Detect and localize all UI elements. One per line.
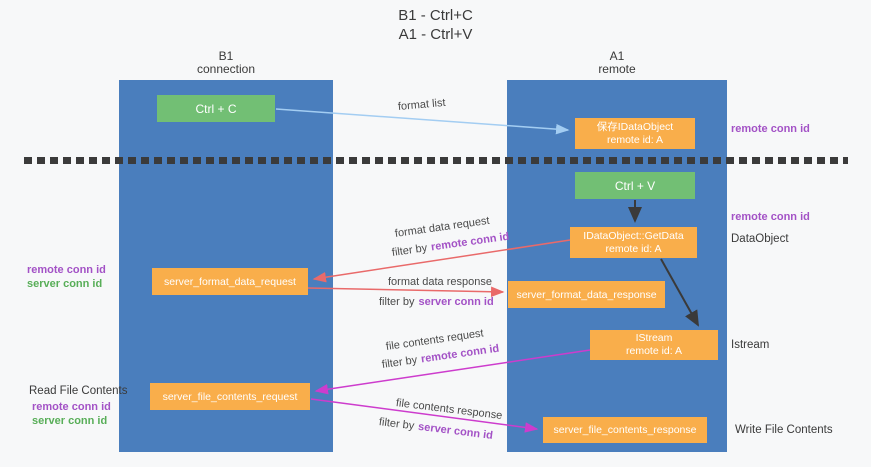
label-server-conn-id-mid-left: server conn id xyxy=(27,278,103,290)
node-istream: IStream remote id: A xyxy=(590,330,718,360)
label-istream: Istream xyxy=(731,339,770,351)
node-istream-line2: remote id: A xyxy=(625,345,683,357)
label-write-file-contents: Write File Contents xyxy=(735,424,833,436)
label-file-contents-response: file contents response xyxy=(395,397,503,422)
label-remote-conn-id-bottom-left: remote conn id xyxy=(32,401,111,413)
node-save-idataobject-line2: remote id: A xyxy=(606,133,664,146)
dashed-separator xyxy=(24,157,848,164)
arrow-format-data-response xyxy=(307,286,505,298)
title-line-2: A1 - Ctrl+V xyxy=(398,26,473,43)
node-save-idataobject-line1: 保存IDataObject xyxy=(596,120,674,133)
filter-by-text: filter by xyxy=(381,354,418,371)
node-getdata-line1: IDataObject::GetData xyxy=(583,229,684,242)
filter-by-text: filter by xyxy=(391,242,428,259)
column-header-b1: B1 connection xyxy=(119,50,333,76)
column-a1-title: A1 xyxy=(609,49,625,63)
node-server-file-contents-request: server_file_contents_request xyxy=(150,383,310,410)
filter-server-conn-id: server conn id xyxy=(417,420,494,442)
filter-server-conn-id: server conn id xyxy=(418,296,494,308)
filter-by-text: filter by xyxy=(378,416,415,433)
node-server-format-data-response: server_format_data_response xyxy=(508,281,665,308)
title-line-1: B1 - Ctrl+C xyxy=(398,7,473,24)
column-b1-subtitle: connection xyxy=(196,62,256,76)
node-file-request-label: server_file_contents_request xyxy=(162,390,298,403)
label-format-data-response: format data response xyxy=(388,276,492,288)
label-format-list: format list xyxy=(397,96,447,113)
node-ctrl-v: Ctrl + V xyxy=(575,172,695,199)
node-istream-line1: IStream xyxy=(635,332,673,344)
filter-remote-conn-id: remote conn id xyxy=(430,230,510,254)
column-header-a1: A1 remote xyxy=(507,50,727,76)
filter-by-text: filter by xyxy=(379,296,415,308)
label-server-conn-id-bottom-left: server conn id xyxy=(32,415,108,427)
column-b1-title: B1 xyxy=(218,49,234,63)
node-idataobject-getdata: IDataObject::GetData remote id: A xyxy=(570,227,697,258)
node-server-format-data-request: server_format_data_request xyxy=(152,268,308,295)
label-remote-conn-id-top-right: remote conn id xyxy=(731,123,810,135)
node-getdata-line2: remote id: A xyxy=(605,242,662,255)
label-read-file-contents: Read File Contents xyxy=(29,385,128,397)
node-ctrl-c: Ctrl + C xyxy=(157,95,275,122)
diagram-title: B1 - Ctrl+C A1 - Ctrl+V xyxy=(0,6,871,44)
label-remote-conn-id-mid-left: remote conn id xyxy=(27,264,106,276)
label-remote-conn-id-mid-right: remote conn id xyxy=(731,211,810,223)
node-ctrl-v-label: Ctrl + V xyxy=(614,178,656,193)
node-save-idataobject: 保存IDataObject remote id: A xyxy=(575,118,695,149)
label-dataobject: DataObject xyxy=(731,233,789,245)
node-server-file-contents-response: server_file_contents_response xyxy=(543,417,707,443)
node-ctrl-c-label: Ctrl + C xyxy=(195,101,237,116)
column-a1-subtitle: remote xyxy=(598,62,636,76)
node-format-response-label: server_format_data_response xyxy=(516,288,657,301)
node-format-request-label: server_format_data_request xyxy=(164,275,296,288)
node-file-response-label: server_file_contents_response xyxy=(553,424,697,436)
